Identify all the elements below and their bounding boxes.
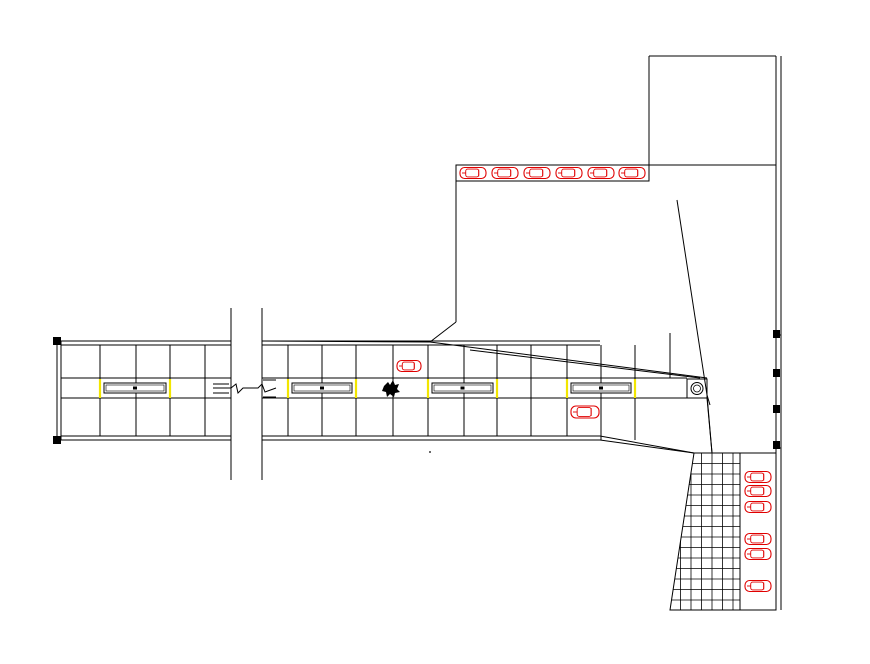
car-body bbox=[744, 484, 772, 498]
corridor-edge bbox=[429, 341, 708, 379]
car-body bbox=[491, 166, 519, 180]
boundary-post bbox=[773, 369, 780, 377]
corridor-lines bbox=[61, 340, 713, 454]
parked-cars bbox=[396, 166, 772, 593]
car-body bbox=[396, 359, 422, 373]
car-icon bbox=[744, 579, 772, 593]
car-icon bbox=[744, 532, 772, 546]
median-planter bbox=[98, 379, 172, 398]
median-planter bbox=[565, 379, 637, 398]
car-body bbox=[618, 166, 646, 180]
tree-icon bbox=[382, 380, 400, 397]
car-icon bbox=[491, 166, 519, 180]
planter-lamp bbox=[320, 386, 324, 390]
corridor-line bbox=[261, 340, 431, 343]
paving-grid bbox=[670, 453, 741, 610]
car-icon bbox=[618, 166, 646, 180]
car-body bbox=[744, 579, 772, 593]
planter-lamp bbox=[599, 386, 603, 390]
car-icon bbox=[587, 166, 615, 180]
car-icon bbox=[459, 166, 487, 180]
main-corridor bbox=[53, 308, 713, 480]
roundabout-frame bbox=[686, 378, 708, 399]
boundary-post bbox=[773, 330, 780, 338]
planter-lamp bbox=[460, 386, 465, 390]
car-body bbox=[744, 470, 772, 484]
car-icon bbox=[744, 500, 772, 514]
car-icon bbox=[744, 470, 772, 484]
paving-grid-cells bbox=[670, 453, 740, 610]
planter-inner bbox=[433, 384, 492, 392]
planter-inner bbox=[105, 384, 165, 392]
planter-inner bbox=[293, 384, 351, 392]
car-body bbox=[523, 166, 551, 180]
car-icon bbox=[744, 547, 772, 561]
building-block bbox=[648, 55, 777, 181]
car-body bbox=[744, 500, 772, 514]
median-planter bbox=[426, 379, 499, 398]
top-parking-strip bbox=[455, 164, 650, 182]
car-icon bbox=[570, 405, 600, 419]
right-boundary bbox=[773, 56, 782, 610]
car-body bbox=[744, 547, 772, 561]
planter-lamp bbox=[133, 386, 137, 390]
corridor-edge bbox=[599, 439, 695, 454]
corridor-edge bbox=[469, 349, 701, 379]
car-body bbox=[459, 166, 487, 180]
car-body bbox=[744, 532, 772, 546]
break-line-icon bbox=[213, 383, 277, 394]
planter-inner bbox=[572, 384, 630, 392]
car-body bbox=[587, 166, 615, 180]
car-body bbox=[570, 405, 600, 419]
car-body bbox=[555, 166, 583, 180]
boundary-post bbox=[773, 405, 780, 413]
median-planter bbox=[286, 379, 358, 398]
median-planters bbox=[98, 379, 637, 398]
corridor-edge bbox=[706, 397, 713, 454]
car-icon bbox=[523, 166, 551, 180]
car-icon bbox=[396, 359, 422, 373]
roundabout-icon bbox=[690, 382, 704, 395]
boundary-post bbox=[773, 441, 780, 449]
car-icon bbox=[555, 166, 583, 180]
corridor-edge bbox=[599, 435, 695, 454]
car-icon bbox=[744, 484, 772, 498]
